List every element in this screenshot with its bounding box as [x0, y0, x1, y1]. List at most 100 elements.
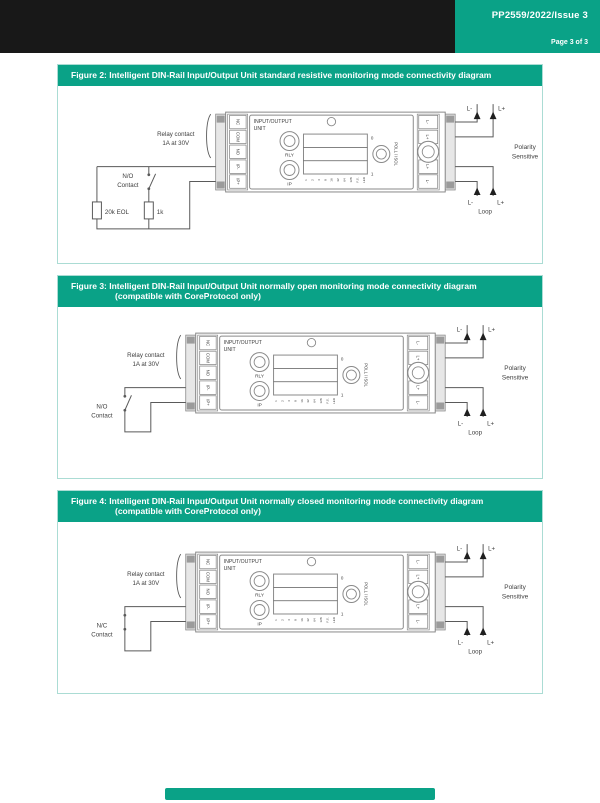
polarity-arrow-top-right: [479, 551, 487, 559]
dip-label-2: 2: [310, 178, 314, 180]
loop-cable-grommet-inner: [411, 584, 425, 598]
cap-band: [436, 555, 445, 563]
loop-label: Loop: [478, 208, 492, 215]
loop-label-top-l-minus: L-: [457, 545, 463, 552]
dip-position-1: 1: [371, 171, 374, 176]
loop-label-top-l-plus: L+: [498, 105, 505, 112]
rly-label: RLY: [255, 592, 265, 598]
terminal-label-L-: L-: [415, 341, 420, 345]
terminal-NO: [199, 365, 217, 380]
figure-4-panel: Figure 4: Intelligent DIN-Rail Input/Out…: [57, 489, 543, 694]
document-reference: PP2559/2022/Issue 3: [491, 10, 588, 21]
terminal-loop-L--0: [408, 335, 429, 350]
indicator-led: [306, 556, 317, 566]
cap-band: [436, 620, 445, 628]
module-title-line-2: UNIT: [224, 566, 237, 572]
eol-resistor: [91, 200, 102, 219]
poll-isol-label: POLL / ISOL: [393, 142, 398, 166]
polarity-arrow-top-right: [489, 111, 497, 119]
terminal-label-L-: L-: [425, 120, 430, 124]
terminal-NC: [199, 554, 217, 569]
terminal-IP+: [199, 394, 217, 410]
ip-label: IP: [257, 402, 262, 408]
terminal-IP-: [199, 380, 217, 395]
dip-label-32: 32: [306, 617, 310, 621]
loop-label-top-l-minus: L-: [457, 326, 463, 333]
ip-minus-wire: [124, 386, 186, 395]
cap-band: [446, 115, 455, 123]
terminal-loop-L--0: [408, 554, 429, 569]
terminal-label-COM: COM: [205, 352, 210, 362]
relay-bracket: [176, 334, 182, 379]
rly-button-inner: [283, 134, 296, 147]
loop-label-top-l-plus: L+: [488, 545, 495, 552]
din-end-cap-right: [434, 334, 446, 411]
polarity-arrow-bottom-left: [463, 407, 471, 416]
terminal-IP+: [199, 613, 217, 629]
relay-contact-label-line-2: 1A at 30V: [162, 140, 190, 147]
polarity-arrow-top-left: [463, 551, 471, 559]
dip-switch-block: [302, 133, 368, 174]
terminal-IP-: [199, 599, 217, 614]
input-terminal-strip: [227, 113, 248, 190]
relay-contact-label-line-1: Relay contact: [127, 571, 165, 578]
relay-contact-label-line-2: 1A at 30V: [132, 580, 160, 587]
terminal-label-IP+: IP+: [235, 178, 240, 185]
figure-4-caption-line-1: Figure 4: Intelligent DIN-Rail Input/Out…: [71, 495, 484, 506]
figure-4-caption: Figure 4: Intelligent DIN-Rail Input/Out…: [58, 490, 542, 522]
terminal-label-NO: NO: [205, 588, 210, 595]
terminal-loop-L--3: [408, 613, 429, 629]
ip-label: IP: [257, 621, 262, 627]
relay-bracket: [206, 113, 212, 158]
terminal-label-IP-: IP-: [205, 603, 210, 609]
din-end-cap-left: [185, 334, 197, 411]
dip-label-F.S.: F.S.: [326, 398, 330, 403]
cap-band: [186, 336, 195, 344]
poll-isol-button-inner: [345, 588, 357, 599]
loop-wire-l-minus-top: [455, 103, 478, 123]
dip-label-64: 64: [343, 177, 347, 181]
loop-cable-grommet-inner: [411, 365, 425, 379]
dip-label-16: 16: [300, 398, 304, 402]
series-resistor: [143, 200, 154, 219]
indicator-led: [306, 337, 317, 347]
dip-label-16: 16: [300, 617, 304, 621]
figure-2-caption-line-1: Figure 2: Intelligent DIN-Rail Input/Out…: [71, 70, 492, 80]
input-terminal-strip: [197, 553, 219, 630]
terminal-NO: [199, 584, 217, 599]
polarity-arrow-bottom-left: [473, 186, 481, 195]
loop-label-bottom-l-plus: L+: [497, 199, 504, 206]
loop-wire-l-minus-bottom: [445, 620, 468, 636]
poll-isol-button-inner: [345, 369, 357, 380]
terminal-label-IP+: IP+: [205, 618, 210, 625]
loop-cable-grommet-inner: [421, 144, 435, 158]
polarity-arrow-bottom-right: [489, 186, 497, 195]
cap-band: [186, 555, 195, 563]
terminal-COM: [199, 569, 217, 584]
dip-label-64: 64: [313, 617, 317, 621]
series-resistor-label: 1k: [157, 208, 164, 215]
figure-4-caption-line-2: (compatible with CoreProtocol only): [115, 506, 261, 516]
contact-terminal: [147, 172, 151, 176]
terminal-label-L+: L+: [415, 574, 420, 579]
ip-plus-return-wire: [96, 180, 216, 229]
terminal-label-L+: L+: [425, 134, 430, 139]
input-terminal-strip: [197, 334, 219, 411]
dip-label-4: 4: [317, 178, 321, 180]
dip-label-32: 32: [336, 177, 340, 181]
footer-bar: [165, 788, 435, 800]
terminal-loop-L--3: [418, 173, 439, 189]
din-end-cap-left: [185, 553, 197, 630]
figure-2-caption: Figure 2: Intelligent DIN-Rail Input/Out…: [58, 65, 542, 86]
dip-label-F.S.: F.S.: [326, 617, 330, 622]
loop-label-bottom-l-minus: L-: [458, 420, 463, 427]
terminal-IP+: [229, 173, 247, 189]
relay-contact-label-line-1: Relay contact: [157, 131, 195, 138]
loop-wire-l-minus-top: [445, 324, 468, 344]
loop-label: Loop: [468, 429, 482, 436]
loop-wire-l-minus-bottom: [455, 180, 478, 196]
